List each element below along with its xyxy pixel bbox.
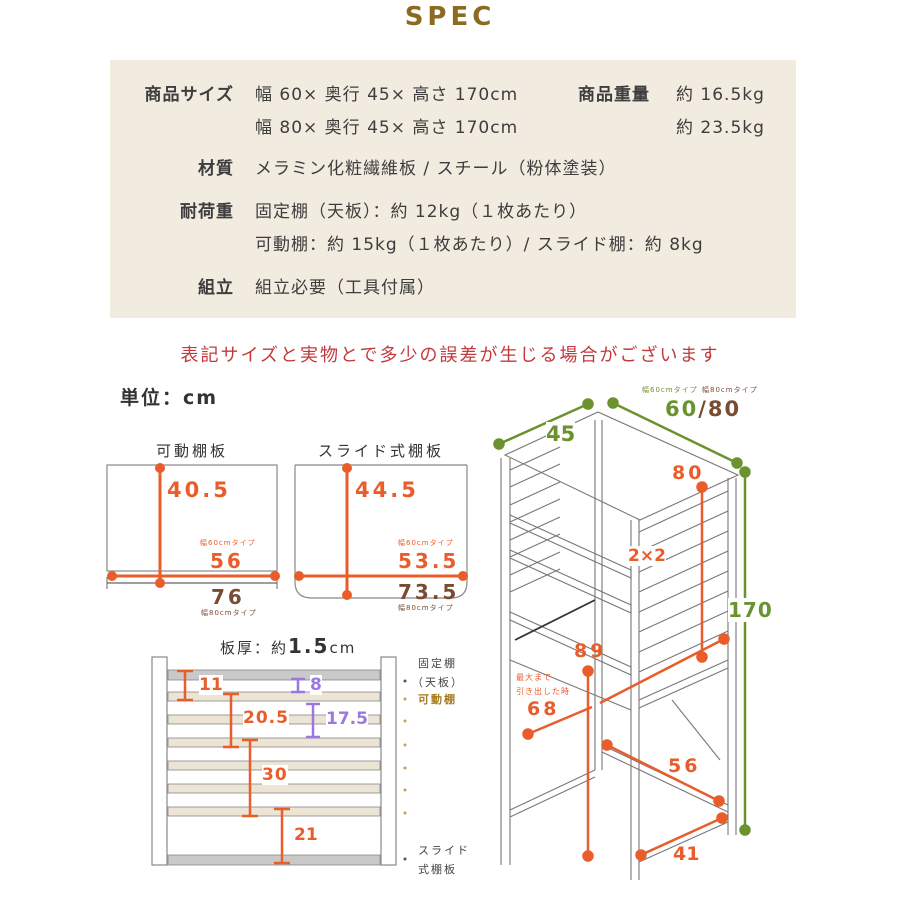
rack-width-sep: / [698,397,708,421]
slide-shelf-title: スライド式棚板 [317,442,444,460]
load-line-1: 固定棚（天板）：約 12kg（１枚あたり） [255,202,588,222]
spec-table: 商品サイズ 幅 60× 奥行 45× 高さ 170cm 幅 80× 奥行 45×… [110,60,796,318]
unit-label: 単位：cm [120,387,219,409]
weight-80-value: 約 23.5kg [676,118,765,138]
load-label: 耐荷重 [180,202,234,222]
gap-20-5: 20.5 [243,708,289,728]
slide-shelf-diagram [294,463,468,600]
rack-width-80: 80 [707,397,742,421]
board-thickness: 板厚：約1.5cm [220,634,356,658]
material-label: 材質 [198,159,234,179]
rack-lower-height: 89 [574,640,607,662]
rack-pole-size: 2×2 [628,546,666,566]
assembly-value: 組立必要（工具付属） [255,278,435,298]
rack-lower-depth: 41 [673,843,700,865]
slide-shelf-width-60: 53.5 [398,549,460,573]
movable-shelf-title: 可動棚板 [155,442,228,460]
load-line-2: 可動棚：約 15kg（１枚あたり）/ スライド棚：約 8kg [255,235,704,255]
movable-shelf-diagram [106,463,280,589]
weight-60-value: 約 16.5kg [676,85,765,105]
board-thickness-value: 1.5 [288,634,330,658]
rack-height: 170 [728,598,773,622]
gap-30: 30 [262,765,288,785]
size-60-value: 幅 60× 奥行 45× 高さ 170cm [255,85,519,105]
rack-inner-height: 80 [672,462,705,484]
movable-shelf-width-80: 76 [211,585,245,609]
size-80-value: 幅 80× 奥行 45× 高さ 170cm [255,118,519,138]
board-thickness-prefix: 板厚：約 [220,639,289,657]
movable-shelf-width-60: 56 [210,549,244,573]
gap-11: 11 [199,675,223,695]
assembly-label: 組立 [198,278,234,298]
pitch-8: 8 [310,675,322,695]
slide-shelf-width-80: 73.5 [398,580,460,604]
slide-shelf-80-note: 幅80cmタイプ [398,604,454,612]
movable-shelf-depth: 40.5 [167,478,231,502]
rack-depth: 45 [546,422,576,446]
legend-slide-1: スライド [418,844,470,857]
tolerance-notice: 表記サイズと実物とで多少の誤差が生じる場合がございます [180,345,720,366]
movable-shelf-60-note: 幅60cmタイプ [200,539,256,547]
rack-green-dimensions [493,397,751,836]
board-thickness-unit: cm [329,639,357,657]
legend-slide-2: 式棚板 [418,863,457,876]
legend-movable: 可動棚 [418,693,457,706]
rack-orange-dimensions [522,481,730,862]
legend-fixed-1: 固定棚 [418,657,457,670]
rack-lower-width: 56 [668,755,701,777]
rack-width-80-note: 幅80cmタイプ [702,386,758,394]
slide-shelf-60-note: 幅60cmタイプ [398,539,454,547]
rack-width: 60/80 [665,397,741,421]
rack-slide-note-1: 最大まで [516,673,552,682]
size-label: 商品サイズ [144,85,234,105]
rack-width-60: 60 [665,397,699,421]
material-value: メラミン化粧繊維板 / スチール（粉体塗装） [255,159,617,179]
rack-slide-extended: 68 [527,698,560,720]
movable-shelf-80-note: 幅80cmタイプ [201,609,257,617]
pitch-17-5: 17.5 [326,709,368,729]
page-title: SPEC [404,2,496,32]
shelf-pitch-diagram [151,656,407,866]
rack-width-60-note: 幅60cmタイプ [642,386,698,394]
weight-label: 商品重量 [578,85,650,105]
gap-21: 21 [294,825,318,845]
slide-shelf-depth: 44.5 [355,478,419,502]
legend-fixed-2: （天板） [412,676,464,689]
rack-slide-note-2: 引き出した時 [516,687,570,696]
